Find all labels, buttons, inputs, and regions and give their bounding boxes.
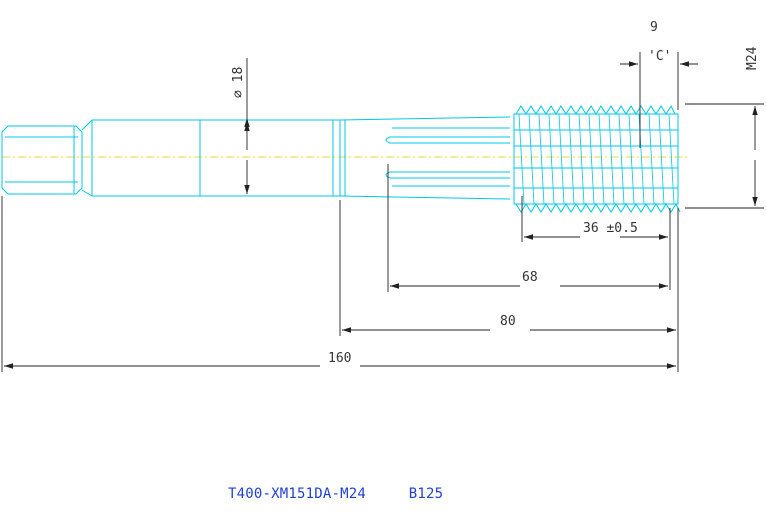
body-length-label: 80 (500, 314, 516, 329)
title-block: T400-XM151DA-M24 B125 (228, 486, 443, 502)
flute-upper (385, 136, 510, 144)
overall-length-label: 160 (328, 351, 351, 366)
flute-length-label: 68 (522, 270, 538, 285)
revision-code: B125 (408, 486, 444, 502)
shank (92, 119, 341, 197)
thread-pitch-label: 9 (650, 20, 658, 35)
tool-outline (1, 104, 681, 213)
part-number: T400-XM151DA-M24 (228, 486, 367, 502)
thread-c-label: 'C' (648, 49, 671, 64)
thread-length-label: 36 ±0.5 (583, 221, 638, 236)
dimension-lines (1, 52, 764, 372)
thread-size-label: M24 (745, 46, 760, 70)
thread-teeth-top (515, 104, 676, 115)
flute-lower (385, 171, 510, 179)
thread-teeth-bottom (515, 202, 681, 213)
shank-diameter-label: ⌀ 18 (231, 67, 246, 98)
square-drive (1, 125, 83, 195)
